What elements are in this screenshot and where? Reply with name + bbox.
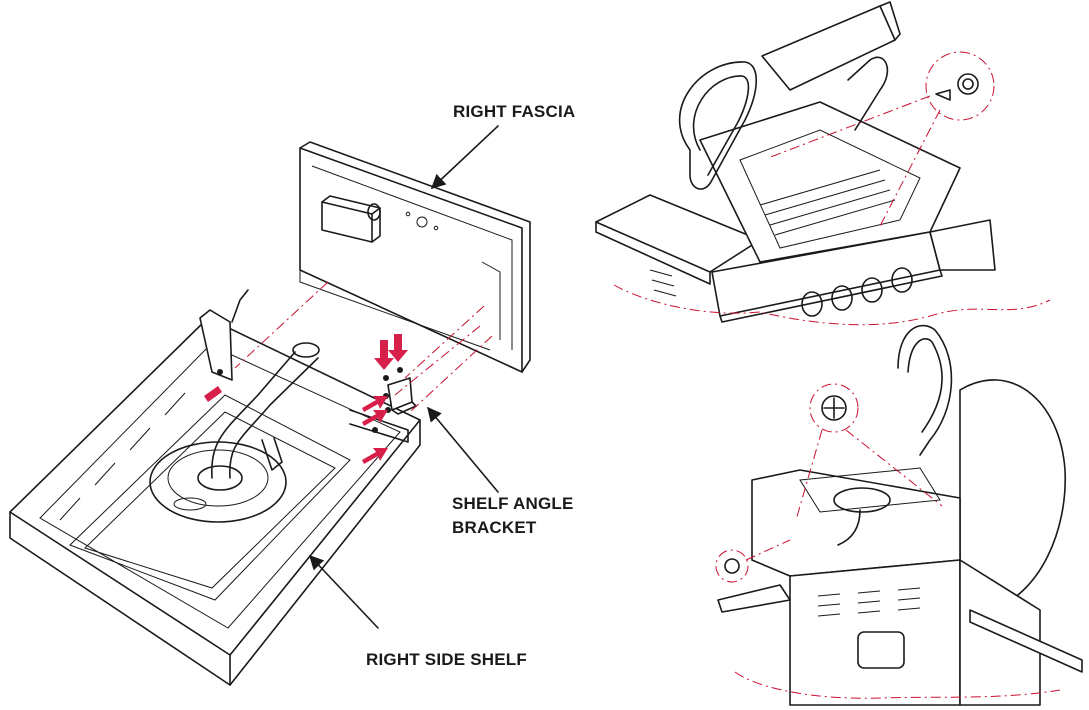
label-shelf-angle-bracket: SHELF ANGLE BRACKET [452, 492, 574, 540]
label-right-side-shelf: RIGHT SIDE SHELF [366, 650, 527, 669]
label-right-fascia: RIGHT FASCIA [453, 102, 576, 121]
grill-top-view [595, 1, 1051, 326]
label-shelf-angle-bracket-line2: BRACKET [452, 518, 537, 537]
screws [217, 367, 403, 433]
shelf-angle-bracket [387, 377, 417, 415]
alignment-guides [234, 281, 493, 413]
label-shelf-angle-bracket-line1: SHELF ANGLE [452, 494, 574, 513]
grill-side-view [715, 324, 1083, 706]
leader-arrows [309, 125, 499, 629]
red-direction-arrows [204, 334, 408, 464]
right-fascia-illustration [299, 141, 531, 373]
right-side-shelf-illustration [9, 289, 421, 686]
